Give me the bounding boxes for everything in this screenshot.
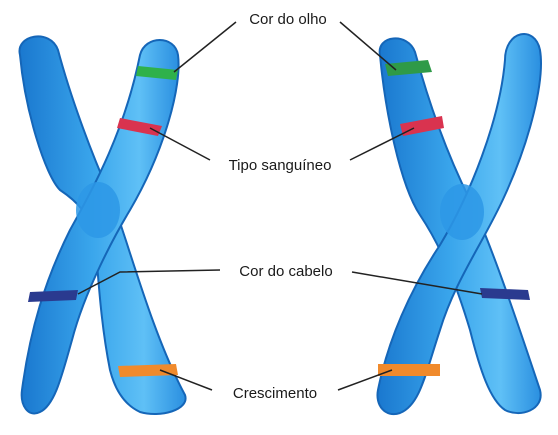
left-growth-band [118,364,178,377]
hair-color-label: Cor do cabelo [239,263,332,280]
eye-color-label: Cor do olho [249,11,327,28]
eye-line-left [174,22,236,72]
blood-type-label: Tipo sanguíneo [229,157,332,174]
left-chromosome [20,36,186,414]
right-growth-band [378,364,440,376]
growth-label: Crescimento [233,385,317,402]
left-hair-band [28,290,78,302]
right-chromosome [377,34,540,414]
right-hair-band [480,288,530,300]
